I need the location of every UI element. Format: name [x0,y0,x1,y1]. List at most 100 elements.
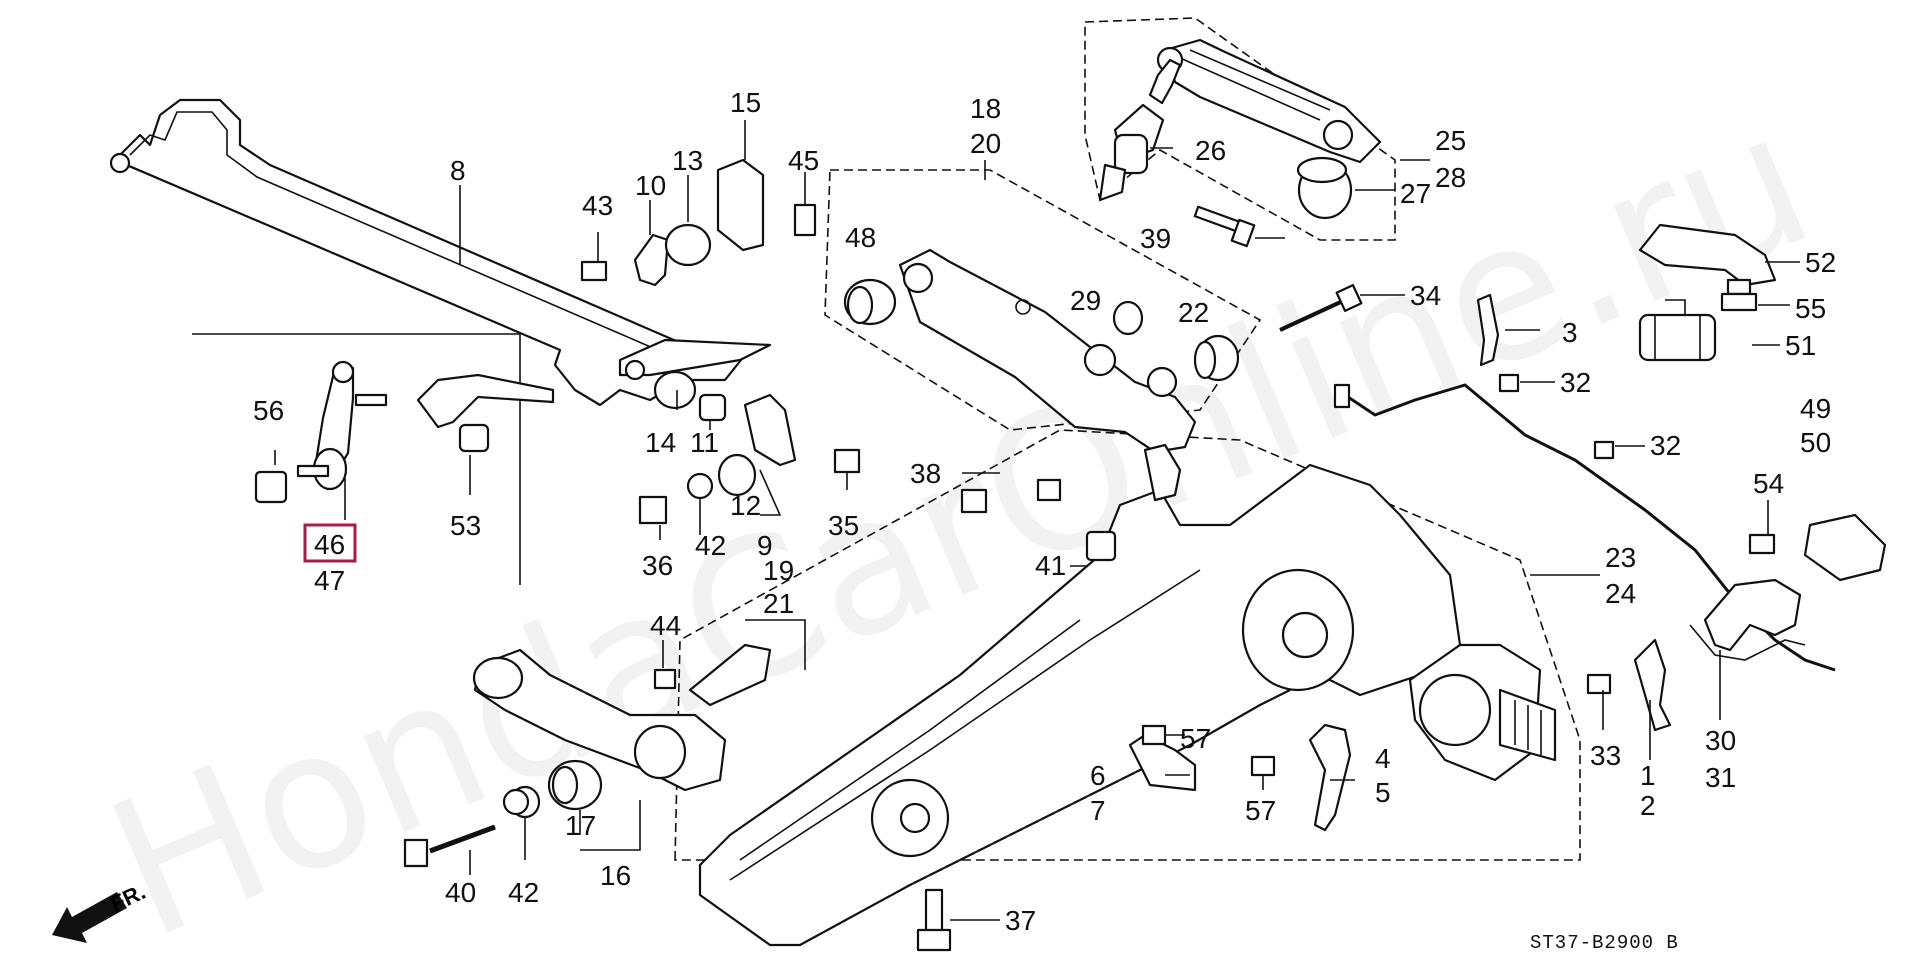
callout-32-lower: 32 [1650,430,1681,461]
callout-38: 38 [910,458,941,489]
stabilizer-link [296,360,388,491]
stabilizer-bar [109,98,772,407]
callout-14: 14 [645,427,676,458]
bolt-57-lower [1250,755,1276,777]
nut-56 [254,470,288,504]
callout-19: 19 [763,555,794,586]
callout-6: 6 [1090,760,1106,791]
callout-3: 3 [1562,317,1578,348]
callout-42-upper: 42 [695,530,726,561]
callout-17: 17 [565,810,596,841]
front-direction-arrow: FR. [52,879,149,943]
callout-16: 16 [600,860,631,891]
bushing-14 [653,370,697,410]
callout-5: 5 [1375,777,1391,808]
callout-37: 37 [1005,905,1036,936]
callout-15: 15 [730,87,761,118]
bracket-53 [416,373,555,453]
callout-54: 54 [1753,468,1784,499]
upper-arm-assembly [1098,38,1382,220]
bolt-57-upper [1036,478,1062,502]
callout-33: 33 [1590,740,1621,771]
callout-52: 52 [1805,247,1836,278]
callout-21: 21 [763,588,794,619]
nut-41 [1085,530,1117,562]
callout-43: 43 [582,190,613,221]
abs-cable [1344,383,1836,672]
callout-50: 50 [1800,427,1831,458]
callout-2: 2 [1640,790,1656,821]
trailing-arm [698,443,1462,947]
clamp-10 [633,233,670,287]
callout-44: 44 [650,610,681,641]
callout-26: 26 [1195,135,1226,166]
callout-53: 53 [450,510,481,541]
callout-55: 55 [1795,293,1826,324]
callout-31: 31 [1705,762,1736,793]
callout-11: 11 [690,427,719,458]
washer-42b [502,788,530,816]
bolt-38 [960,488,988,514]
callout-47: 47 [314,565,345,596]
bracket-9 [743,393,797,467]
leader-lines [274,120,1800,921]
callout-35: 35 [828,510,859,541]
bolt-39 [1193,205,1256,248]
callout-8: 8 [450,155,466,186]
callout-29: 29 [1070,285,1101,316]
callout-42-lower: 42 [508,877,539,908]
callout-12: 12 [730,490,761,521]
callout-22: 22 [1178,297,1209,328]
bolt-36 [638,495,668,525]
callout-13: 13 [672,145,703,176]
callout-51: 51 [1785,330,1816,361]
nut-32-lower [1593,440,1615,460]
callout-41: 41 [1035,550,1066,581]
bracket-19 [688,643,772,707]
bolt-34 [1279,284,1363,332]
bushing-13 [664,223,712,267]
callout-32-upper: 32 [1560,367,1591,398]
diagram-code: ST37-B2900 B [1530,932,1679,954]
callout-30: 30 [1705,725,1736,756]
callout-28: 28 [1435,162,1466,193]
callout-57-upper: 57 [1180,723,1211,754]
callout-labels: 1 2 3 4 5 6 7 8 9 10 11 12 13 14 15 16 1… [253,87,1836,936]
callout-57-lower: 57 [1245,795,1276,826]
collar-11 [698,393,727,422]
callout-18: 18 [970,93,1001,124]
nut-44 [653,668,677,690]
highlighted-part-box [303,523,357,563]
clamp-51 [1638,299,1717,362]
callout-39: 39 [1140,223,1171,254]
callout-1: 1 [1640,760,1656,791]
sensor-30 [1689,578,1806,661]
lower-arm-group-box [824,169,1262,431]
bracket-52 [1638,223,1777,287]
callout-20: 20 [970,128,1001,159]
bolt-45 [793,203,817,237]
bolt-43 [580,260,608,282]
callout-7: 7 [1090,795,1106,826]
callout-56: 56 [253,395,284,426]
bolt-35 [833,448,861,474]
bushing-12 [717,453,757,497]
bracket-4 [1308,723,1352,832]
bolt-54 [1748,533,1776,555]
bracket-15 [716,158,765,252]
callout-49: 49 [1800,393,1831,424]
bolt-33 [1586,673,1612,695]
callout-27: 27 [1400,178,1431,209]
callout-23: 23 [1605,542,1636,573]
callout-24: 24 [1605,578,1636,609]
lower-arm-assembly [843,248,1240,454]
callout-25: 25 [1435,125,1466,156]
callout-10: 10 [635,170,666,201]
callout-45: 45 [788,145,819,176]
upper-arm-group-box [1084,17,1396,241]
bracket-1 [1633,638,1672,732]
callout-46: 46 [314,529,345,560]
callout-34: 34 [1410,280,1441,311]
callout-48: 48 [845,222,876,253]
